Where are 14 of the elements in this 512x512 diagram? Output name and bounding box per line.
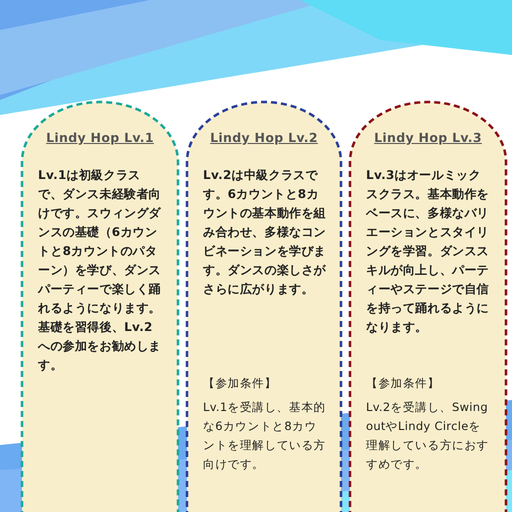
arch-card (20, 100, 180, 512)
condition-heading: 【参加条件】 (366, 375, 441, 392)
card-text: Lv.1は初級クラスで、ダンス未経験者向けです。スウィングダンスの基礎（6カウントと8カウントのパターン）を学び、ダンスパーティーで楽しく踊れるようになります。 (38, 167, 162, 317)
condition-text: Lv.2を受講し、Swing outやLindy Circleを理解している方におすすめです。 (366, 399, 490, 473)
card-title: Lindy Hop Lv.1 (45, 129, 155, 147)
card-text: Lv.2は中級クラスです。6カウントと8カウントの基本動作を組み合わせ、多様なコンビネーションを学びます。ダンスの楽しさがさらに広がります。 (203, 167, 327, 298)
card-title: Lindy Hop Lv.3 (373, 129, 483, 147)
card-text: 基礎を習得後、Lv.2への参加をお勧めします。 (38, 319, 162, 374)
arch-card (348, 100, 508, 512)
condition-text: Lv.1を受講し、基本的な6カウントと8カウントを理解している方向けです。 (203, 399, 327, 473)
card-text: Lv.3はオールミックスクラス。基本動作をベースに、多様なバリエーションとスタイリングを学習。ダンススキルが向上し、パーティーやステージで自信を持って踊れるようになります。 (366, 167, 490, 336)
card-title: Lindy Hop Lv.2 (209, 129, 319, 147)
arch-card (185, 100, 343, 512)
condition-heading: 【参加条件】 (203, 375, 278, 392)
